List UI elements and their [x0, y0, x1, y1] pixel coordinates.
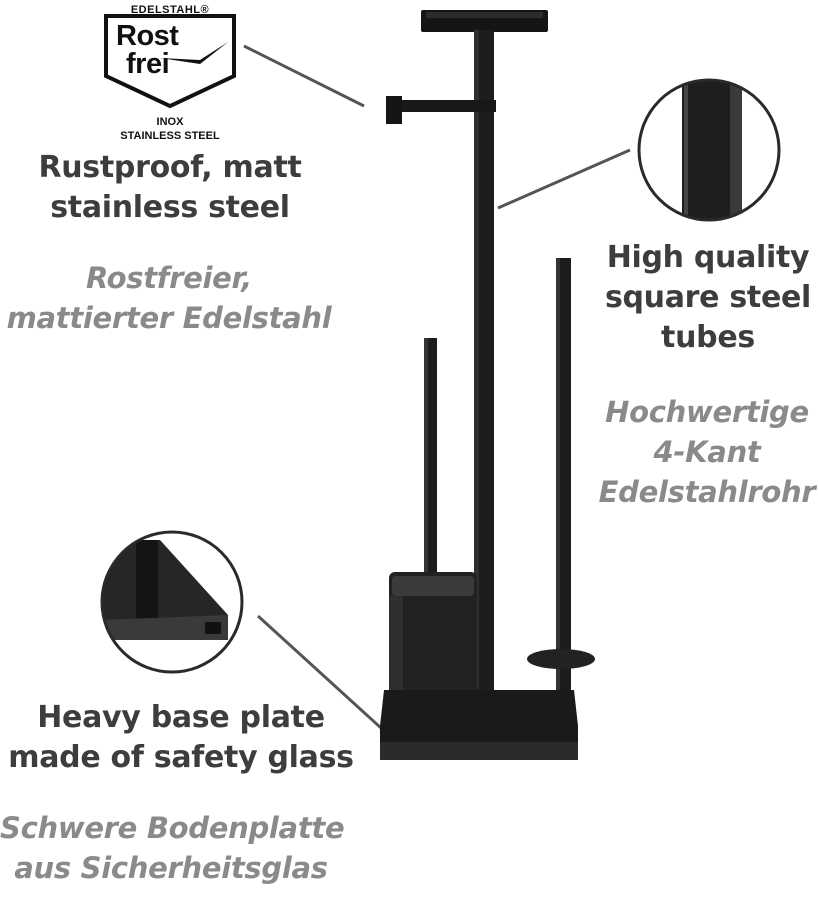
- feature-tubes-de: Hochwertige 4-Kant Edelstahlrohr: [598, 395, 816, 509]
- rostfrei-logo: EDELSTAHL® Rost frei INOX STAINLESS STEE…: [100, 2, 240, 148]
- logo-word-rost: Rost: [116, 20, 179, 52]
- zoom-circle-tube: [637, 78, 781, 222]
- zoom-circle-base: [100, 530, 244, 674]
- callout-line-tubes: [497, 148, 631, 210]
- callout-line-rustproof: [243, 44, 365, 108]
- feature-base-en: Heavy base plate made of safety glass: [8, 700, 354, 775]
- callout-line-base: [256, 614, 394, 740]
- logo-top-text: EDELSTAHL®: [130, 4, 210, 16]
- feature-rustproof-de: Rostfreier, mattierter Edelstahl: [6, 261, 332, 335]
- toilet-stand: [380, 10, 595, 760]
- logo-word-frei: frei: [126, 48, 170, 80]
- feature-rustproof-en: Rustproof, matt stainless steel: [38, 150, 302, 225]
- feature-base-de: Schwere Bodenplatte aus Sicherheitsglas: [0, 811, 345, 885]
- logo-stainless-steel: STAINLESS STEEL: [120, 130, 220, 142]
- logo-inox: INOX: [156, 116, 184, 128]
- feature-tubes-en: High quality square steel tubes: [604, 240, 812, 355]
- shield-emblem: [104, 14, 236, 109]
